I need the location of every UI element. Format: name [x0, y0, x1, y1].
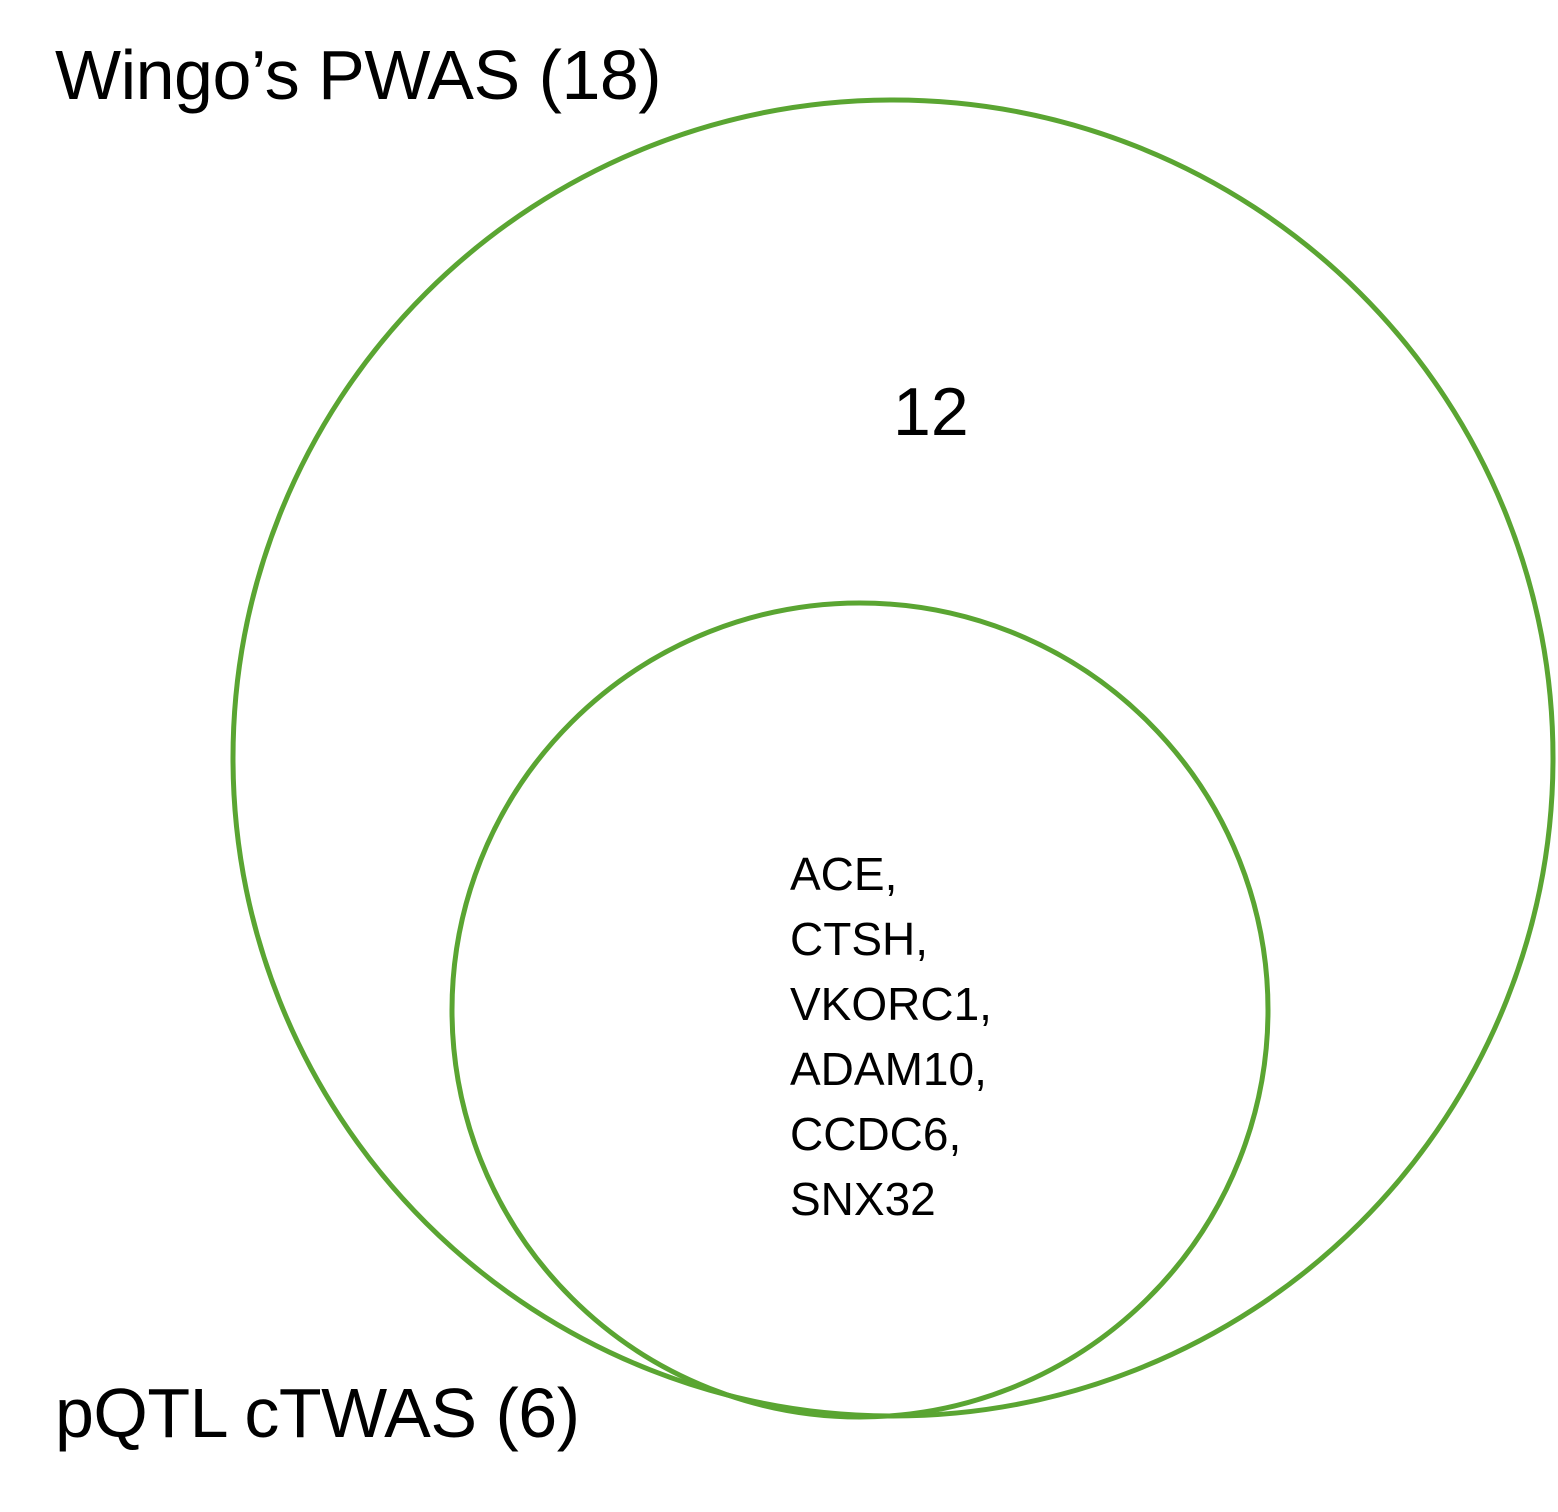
shared-gene-list: ACE, CTSH, VKORC1, ADAM10, CCDC6, SNX32 — [790, 842, 992, 1232]
shared-gene-item: CTSH, — [790, 913, 928, 965]
outer-set-label: Wingo’s PWAS (18) — [55, 36, 662, 114]
shared-gene-item: SNX32 — [790, 1173, 936, 1225]
inner-set-label: pQTL cTWAS (6) — [55, 1374, 580, 1452]
shared-gene-item: ACE, — [790, 848, 898, 900]
shared-gene-item: ADAM10, — [790, 1043, 987, 1095]
outer-only-count: 12 — [893, 374, 969, 450]
shared-gene-item: VKORC1, — [790, 978, 992, 1030]
inner-set-circle — [449, 600, 1271, 1420]
shared-gene-item: CCDC6, — [790, 1108, 962, 1160]
